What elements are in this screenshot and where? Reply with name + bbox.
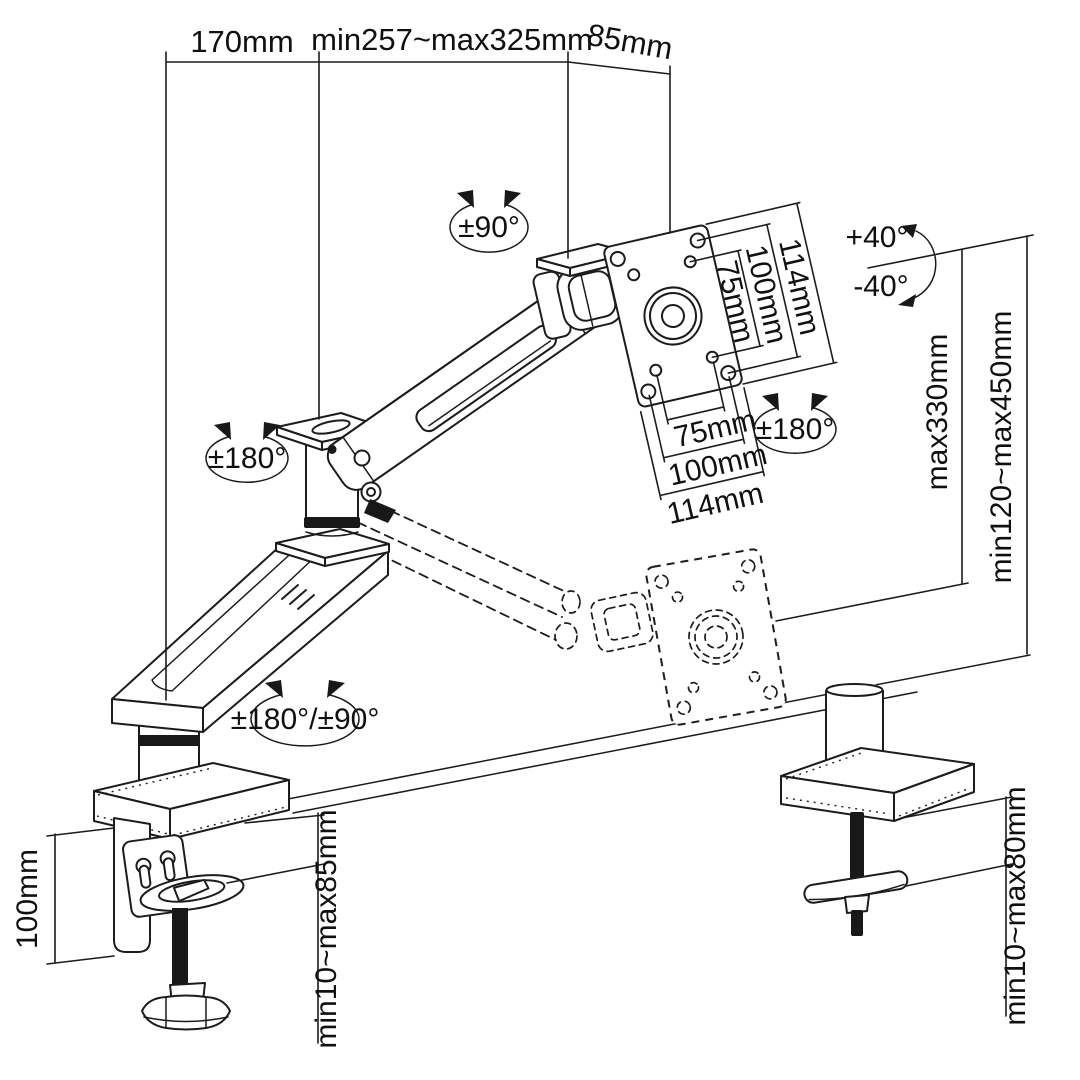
angle-arm-swivel: ±180° [208,442,287,475]
clamp-knob [141,994,231,1031]
gas-spring-detail [281,584,315,610]
angle-base-swivel: ±180°/±90° [231,703,380,736]
dim-clamp-height: 100mm [11,849,44,949]
grommet-dimensions: min10~max80mm [901,786,1032,1026]
base-clamp [93,697,290,1031]
dim-head-offset: 85mm [584,17,675,66]
dim-arm-lift: max330mm [921,334,954,491]
lowered-position-dashed [343,491,787,726]
dim-arm-reach: min257~max325mm [311,22,593,57]
angle-tilt-up: +40° [846,221,909,254]
dim-grommet-desk-thickness: min10~max80mm [999,786,1032,1025]
dim-height-range: min120~max450mm [985,311,1018,584]
clamp-screw [172,908,188,988]
dashed-vesa-plate [645,548,787,726]
dim-clamp-desk-thickness: min10~max85mm [310,809,343,1048]
clamp-jaw-pad [139,874,245,912]
head-joint [532,243,633,340]
top-dimension-chain: 170mm min257~max325mm 85mm [165,17,675,701]
clamp-dimensions: 100mm min10~max85mm [11,809,343,1048]
lower-arm [111,545,389,733]
vesa-dim-lines [639,201,838,501]
grommet-threaded-rod [850,812,864,886]
angle-tilt-down: -40° [853,270,908,303]
angle-annotations: ±90° ±180° ±180° ±180°/±90° +40° -40° [205,190,937,747]
desk-surface-lines [287,654,1031,814]
arm-pivot-detail [353,449,396,523]
dashed-joint [590,591,654,653]
grommet-mount [780,683,975,936]
dim-pole-to-joint: 170mm [190,24,293,59]
height-dimensions: max330mm min120~max450mm [775,234,1034,655]
angle-head-swivel: ±90° [458,211,520,244]
angle-vesa-rotate: ±180° [756,413,835,446]
vesa-plate: 75mm 100mm 114mm 75mm 100mm 114mm [603,201,838,531]
